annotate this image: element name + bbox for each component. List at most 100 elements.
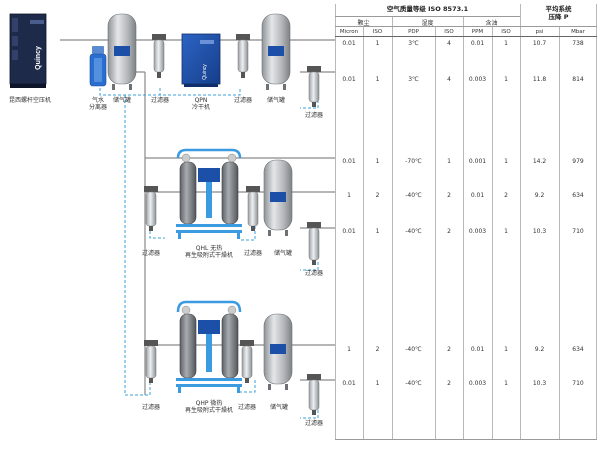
pipe-network [60, 39, 335, 395]
air-tank-3 [263, 159, 293, 236]
filter-e [246, 186, 260, 231]
table-cell: 2 [447, 192, 451, 199]
filter-g [144, 340, 158, 383]
table-cell: -40℃ [405, 192, 422, 199]
svg-text:Quincy: Quincy [35, 46, 42, 70]
table-cell: 0.01 [342, 40, 356, 47]
table-cell: 1 [504, 228, 508, 235]
col-mbar: Mbar [571, 29, 585, 35]
table-cell: 710 [572, 380, 584, 387]
col-divider [463, 16, 464, 439]
tank3-label: 储气罐 [273, 250, 293, 257]
table-cell: -40℃ [405, 380, 422, 387]
air-tank-4 [263, 313, 293, 390]
col-pdp: PDP [408, 29, 419, 35]
filter-g-label: 过滤器 [141, 404, 161, 411]
drain-lines [99, 88, 319, 419]
table-cell: 710 [572, 228, 584, 235]
filter-h [240, 340, 254, 383]
qhp-heated-dryer [176, 300, 242, 393]
col-divider [392, 16, 393, 439]
filter-i [307, 374, 321, 415]
table-cell: 2 [375, 346, 380, 353]
table-cell: 1 [375, 158, 380, 165]
table-cell: 1 [375, 40, 380, 47]
table-cell: 1 [375, 228, 380, 235]
table-cell: 0.003 [468, 228, 487, 235]
col-micron: Micron [339, 29, 359, 35]
group-title-pressure: 平均系统 压降 P [545, 5, 572, 21]
header-rule [335, 16, 520, 17]
table-cell: -70℃ [405, 158, 422, 165]
filter-d-label: 过滤器 [141, 250, 161, 257]
col-divider [559, 26, 560, 439]
filter-c-label: 过滤器 [304, 112, 324, 119]
table-cell: 2 [375, 192, 380, 199]
table-cell: 2 [447, 346, 451, 353]
table-bottom-rule [335, 439, 597, 440]
qpn-label: QPN 冷干机 [191, 97, 211, 111]
table-cell: 14.2 [532, 158, 547, 165]
compressed-air-system-diagram: Quincy Quincy [8, 13, 335, 427]
table-cell: 9.2 [534, 346, 545, 353]
table-cell: 3℃ [408, 76, 419, 83]
table-cell: 10.3 [532, 380, 547, 387]
table-cell: 4 [447, 76, 451, 83]
tank1-label: 储气罐 [112, 97, 132, 104]
table-cell: 0.003 [468, 76, 487, 83]
qhl-label: QHL 无热 再生吸附式干燥机 [184, 245, 234, 259]
table-cell: 1 [504, 40, 508, 47]
table-cell: 2 [504, 192, 508, 199]
filter-b-label: 过滤器 [233, 97, 253, 104]
table-cell: 738 [572, 40, 584, 47]
header-rule [335, 36, 597, 37]
header-rule [335, 26, 597, 27]
col-divider [435, 26, 436, 439]
table-cell: 0.001 [468, 158, 487, 165]
table-cell: 0.01 [342, 158, 356, 165]
table-cell: 0.01 [470, 40, 485, 47]
table-cell: 4 [447, 40, 451, 47]
table-cell: 1 [504, 380, 508, 387]
col-iso-3: ISO [501, 29, 511, 35]
col-iso-1: ISO [372, 29, 383, 35]
air-quality-spec-table: 空气质量等级 ISO 8573.1 平均系统 压降 P 颗尘 湿度 含油 Mic… [335, 4, 597, 449]
filter-e-label: 过滤器 [243, 250, 263, 257]
col-divider [520, 4, 521, 439]
table-cell: 1 [504, 346, 508, 353]
compressor-label: 昆西螺杆空压机 [8, 97, 52, 104]
table-cell: 10.3 [532, 228, 547, 235]
system-schematic: Quincy Quincy [9, 13, 335, 419]
filter-d [144, 186, 158, 231]
table-cell: 9.2 [534, 192, 545, 199]
tank2-label: 储气罐 [266, 97, 286, 104]
table-cell: 0.01 [470, 346, 485, 353]
table-cell: 0.01 [342, 228, 356, 235]
table-cell: 1 [347, 346, 351, 353]
svg-text:Quincy: Quincy [202, 64, 208, 80]
filter-f [307, 222, 321, 265]
air-tank-1 [107, 13, 137, 90]
water-separator [89, 46, 107, 87]
filter-i-label: 过滤器 [304, 420, 324, 427]
col-divider [492, 26, 493, 439]
table-cell: 634 [572, 192, 584, 199]
table-cell: 1 [447, 158, 451, 165]
col-iso-2: ISO [444, 29, 454, 35]
col-divider [363, 26, 364, 439]
table-cell: 634 [572, 346, 584, 353]
table-cell: 1 [375, 380, 380, 387]
filter-a [152, 34, 166, 78]
table-border-left [335, 4, 336, 439]
table-cell: 3℃ [408, 40, 419, 47]
col-psi: psi [535, 29, 544, 35]
screw-compressor: Quincy [9, 13, 47, 88]
table-cell: 0.003 [468, 380, 487, 387]
group-title-iso: 空气质量等级 ISO 8573.1 [386, 5, 469, 13]
table-cell: 1 [375, 76, 380, 83]
table-cell: 814 [572, 76, 584, 83]
filter-a-label: 过滤器 [150, 97, 170, 104]
qhp-label: QHP 微热 再生吸附式干燥机 [184, 400, 234, 414]
table-cell: 1 [504, 158, 508, 165]
col-ppm: PPM [471, 29, 484, 35]
